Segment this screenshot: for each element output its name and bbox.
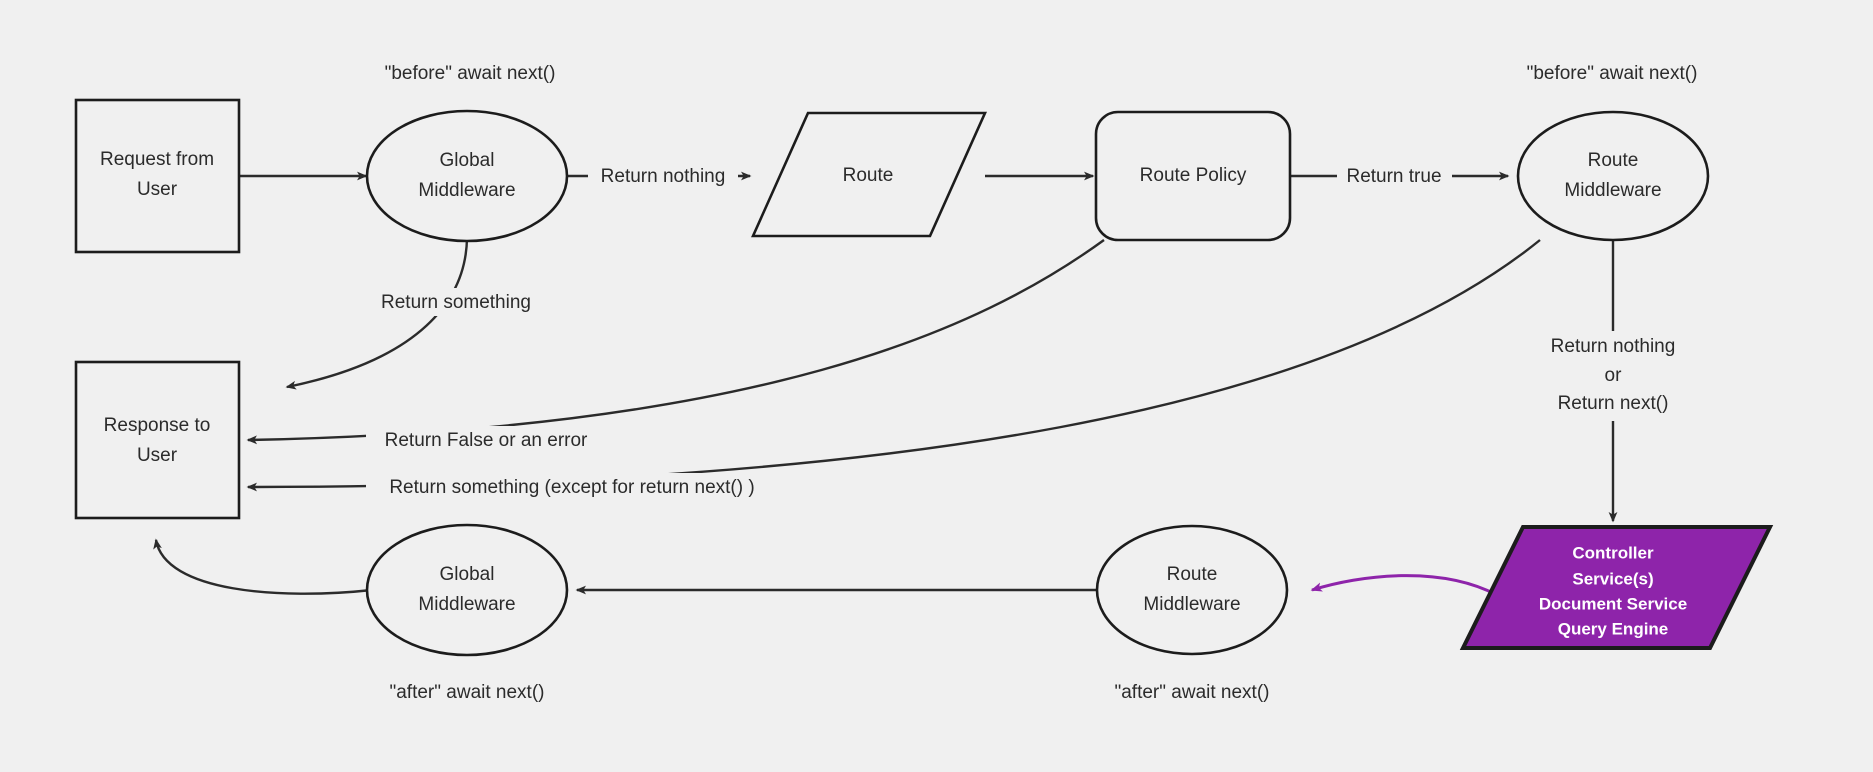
route-middleware-top-label-line2: Middleware [1564,180,1661,201]
route-policy-label: Route Policy [1140,165,1247,186]
route-middleware-bottom-shape [1095,524,1289,656]
return-false-or-error-label: Return False or an error [385,430,588,451]
global-middleware-bottom-label-line1: Global [440,564,495,585]
return-something-except-label-bg [366,473,778,501]
return-true-label-bg [1337,162,1452,190]
edge-label-return-nothing: Return nothing [588,162,738,190]
request-from-user-label-line1: Request from [100,149,214,170]
route-middleware-bottom-label-line1: Route [1167,564,1218,585]
node-global-middleware-top[interactable]: Global Middleware [365,109,569,243]
route-shape [750,111,988,238]
edge-label-return-false-or-error: Return False or an error [366,426,606,454]
return-nothing-or-next-line3: Return next() [1558,393,1669,414]
global-middleware-top-shape [365,109,569,243]
global-middleware-bottom-label-line2: Middleware [418,594,515,615]
request-from-user-shape [74,98,241,254]
global-middleware-top-label-line1: Global [440,150,495,171]
route-middleware-bottom-label-line2: Middleware [1143,594,1240,615]
controller-services-shape [1459,525,1774,650]
return-nothing-label: Return nothing [601,166,726,187]
response-to-user-label-line2: User [137,445,178,466]
response-to-user-shape [74,360,241,520]
route-middleware-top-shape [1516,110,1710,242]
request-from-user-label-line2: User [137,179,178,200]
edge-global-middleware-bottom-to-response [153,538,373,595]
edge-label-return-nothing-or-next: Return nothing or Return next() [1528,331,1700,421]
return-true-label: Return true [1346,166,1441,187]
node-route-middleware-bottom[interactable]: Route Middleware [1095,524,1289,656]
annotation-before-global-middleware: "before" await next() [385,63,556,84]
return-false-or-error-label-bg [366,426,606,454]
node-response-to-user[interactable]: Response to User [74,360,241,520]
route-policy-shape [1094,110,1292,242]
node-request-from-user[interactable]: Request from User [74,98,241,254]
node-global-middleware-bottom[interactable]: Global Middleware [365,523,569,657]
controller-services-label-line4: Query Engine [1558,619,1669,638]
global-middleware-bottom-shape [365,523,569,657]
global-middleware-top-label-line2: Middleware [418,180,515,201]
edge-controller-to-route-middleware-bottom [1310,574,1498,597]
return-something-label: Return something [381,292,531,313]
controller-services-label-line2: Service(s) [1572,569,1653,588]
edge-label-return-something: Return something [366,288,546,316]
edge-label-return-true: Return true [1337,162,1452,190]
node-controller-services[interactable]: Controller Service(s) Document Service Q… [1459,525,1774,650]
node-route-policy[interactable]: Route Policy [1094,110,1292,242]
annotation-after-global-middleware: "after" await next() [390,682,545,703]
edge-label-return-something-except: Return something (except for return next… [366,473,778,501]
controller-services-label-line3: Document Service [1539,594,1687,613]
return-nothing-or-next-label-bg [1528,331,1700,421]
node-route[interactable]: Route [750,111,988,238]
return-nothing-or-next-line1: Return nothing [1551,336,1676,357]
route-label: Route [843,165,894,186]
annotation-after-route-middleware: "after" await next() [1115,682,1270,703]
return-nothing-or-next-line2: or [1605,365,1623,386]
route-middleware-top-label-line1: Route [1588,150,1639,171]
return-nothing-label-bg [588,162,738,190]
annotation-before-route-middleware: "before" await next() [1527,63,1698,84]
node-route-middleware-top[interactable]: Route Middleware [1516,110,1710,242]
response-to-user-label-line1: Response to [104,415,211,436]
controller-services-label-line1: Controller [1572,543,1654,562]
edge-global-middleware-to-response-return-something [285,237,469,390]
return-something-except-label: Return something (except for return next… [389,477,754,498]
return-something-label-bg [366,288,546,316]
edge-route-policy-to-response-return-false [246,239,1105,445]
